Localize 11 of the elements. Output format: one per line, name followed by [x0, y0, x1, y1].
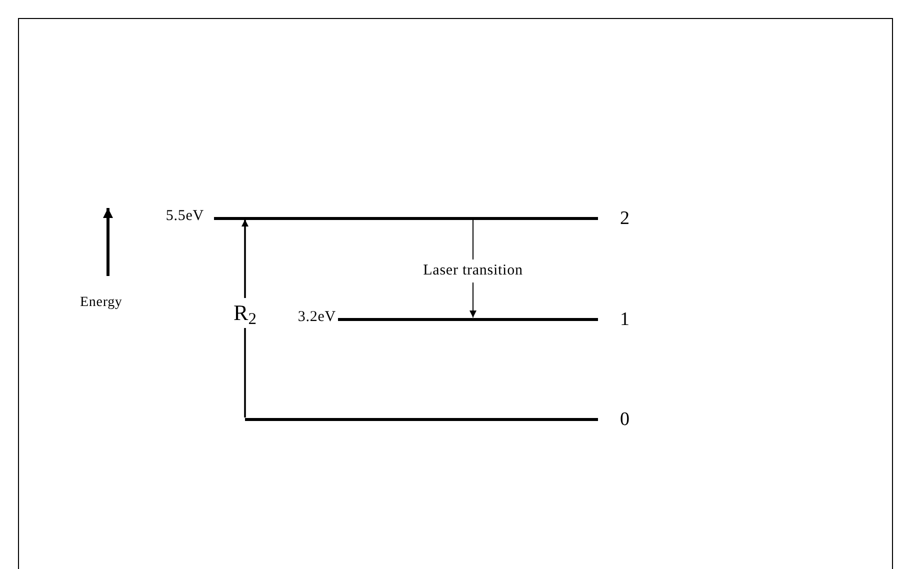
energy-value: 3.2eV — [298, 310, 336, 325]
energy-level — [338, 318, 598, 320]
energy-level — [245, 418, 598, 420]
edge-label: Laser transition — [421, 259, 525, 282]
level-number: 1 — [620, 310, 630, 329]
energy-value: 5.5eV — [166, 209, 204, 224]
level-number: 2 — [620, 209, 630, 228]
edge-label: R$_{2}$ — [232, 298, 258, 328]
energy-level — [214, 216, 598, 220]
axis-label: Energy — [80, 296, 122, 310]
level-number: 0 — [620, 410, 630, 429]
